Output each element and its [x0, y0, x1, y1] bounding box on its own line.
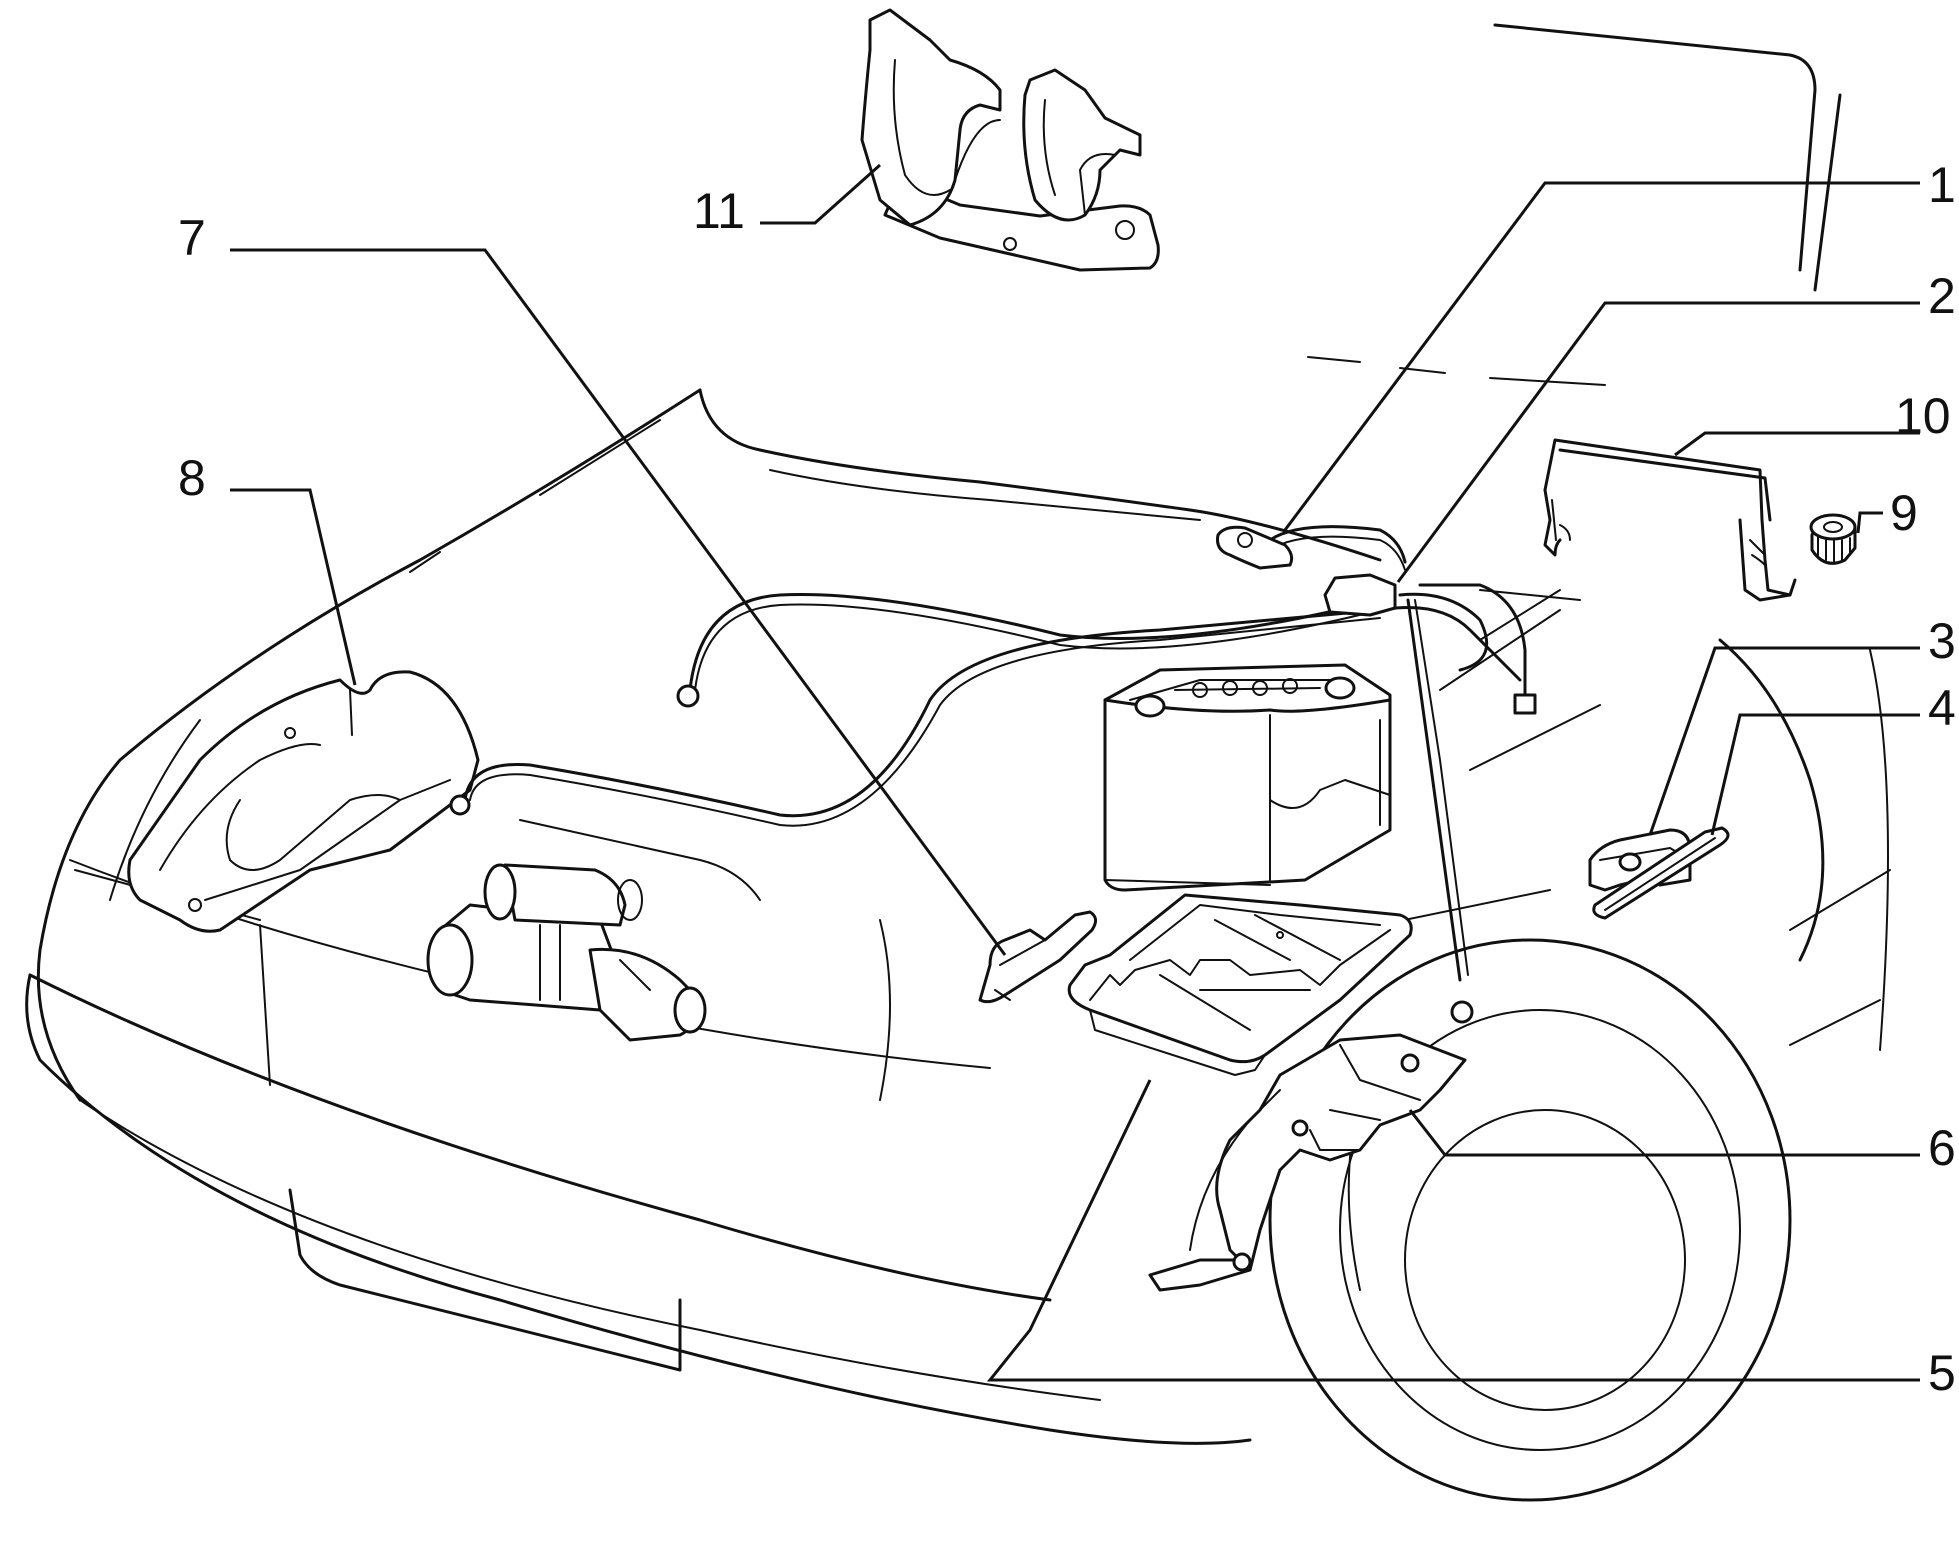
leader-7 — [230, 248, 1007, 956]
part-5-battery-tray — [1067, 893, 1413, 1076]
leader-6 — [1408, 1109, 1920, 1157]
part-11-bracket — [860, 8, 1160, 272]
callout-7: 7 — [178, 210, 206, 266]
leader-10 — [1674, 431, 1920, 457]
leader-lines — [230, 163, 1920, 1382]
part-2-connector-block — [1323, 573, 1397, 617]
callout-5: 5 — [1928, 1345, 1956, 1401]
leader-1 — [1283, 181, 1920, 531]
battery — [1103, 663, 1392, 892]
callout-1: 1 — [1928, 157, 1956, 213]
callout-9: 9 — [1890, 485, 1918, 541]
part-8-shield — [127, 670, 480, 933]
part-7-clip — [978, 910, 1097, 1004]
callout-2: 2 — [1928, 268, 1956, 324]
callout-8: 8 — [178, 450, 206, 506]
starter-motor — [426, 863, 707, 1042]
callout-10: 10 — [1895, 388, 1951, 444]
leader-4 — [1710, 713, 1920, 836]
leader-3 — [1648, 646, 1920, 836]
callout-4: 4 — [1928, 680, 1956, 736]
leader-2 — [1396, 301, 1920, 583]
cable-harness — [449, 525, 1537, 1024]
part-10-hold-down — [1543, 438, 1797, 602]
part-4-strap — [1592, 826, 1730, 920]
part-9-nut — [1809, 513, 1857, 565]
callout-6: 6 — [1928, 1120, 1956, 1176]
part-6-support-bracket — [1148, 1033, 1467, 1292]
callout-3: 3 — [1928, 613, 1956, 669]
leader-8 — [230, 488, 357, 686]
leader-11 — [760, 163, 881, 225]
callout-11: 11 — [693, 183, 745, 239]
leader-9 — [1856, 511, 1883, 534]
callout-labels: 1 2 3 4 5 6 7 8 9 10 11 — [178, 157, 1956, 1401]
car-body-outline — [25, 23, 1891, 1502]
part-1-terminal-clamp — [1216, 525, 1294, 570]
leader-5 — [986, 1079, 1920, 1382]
